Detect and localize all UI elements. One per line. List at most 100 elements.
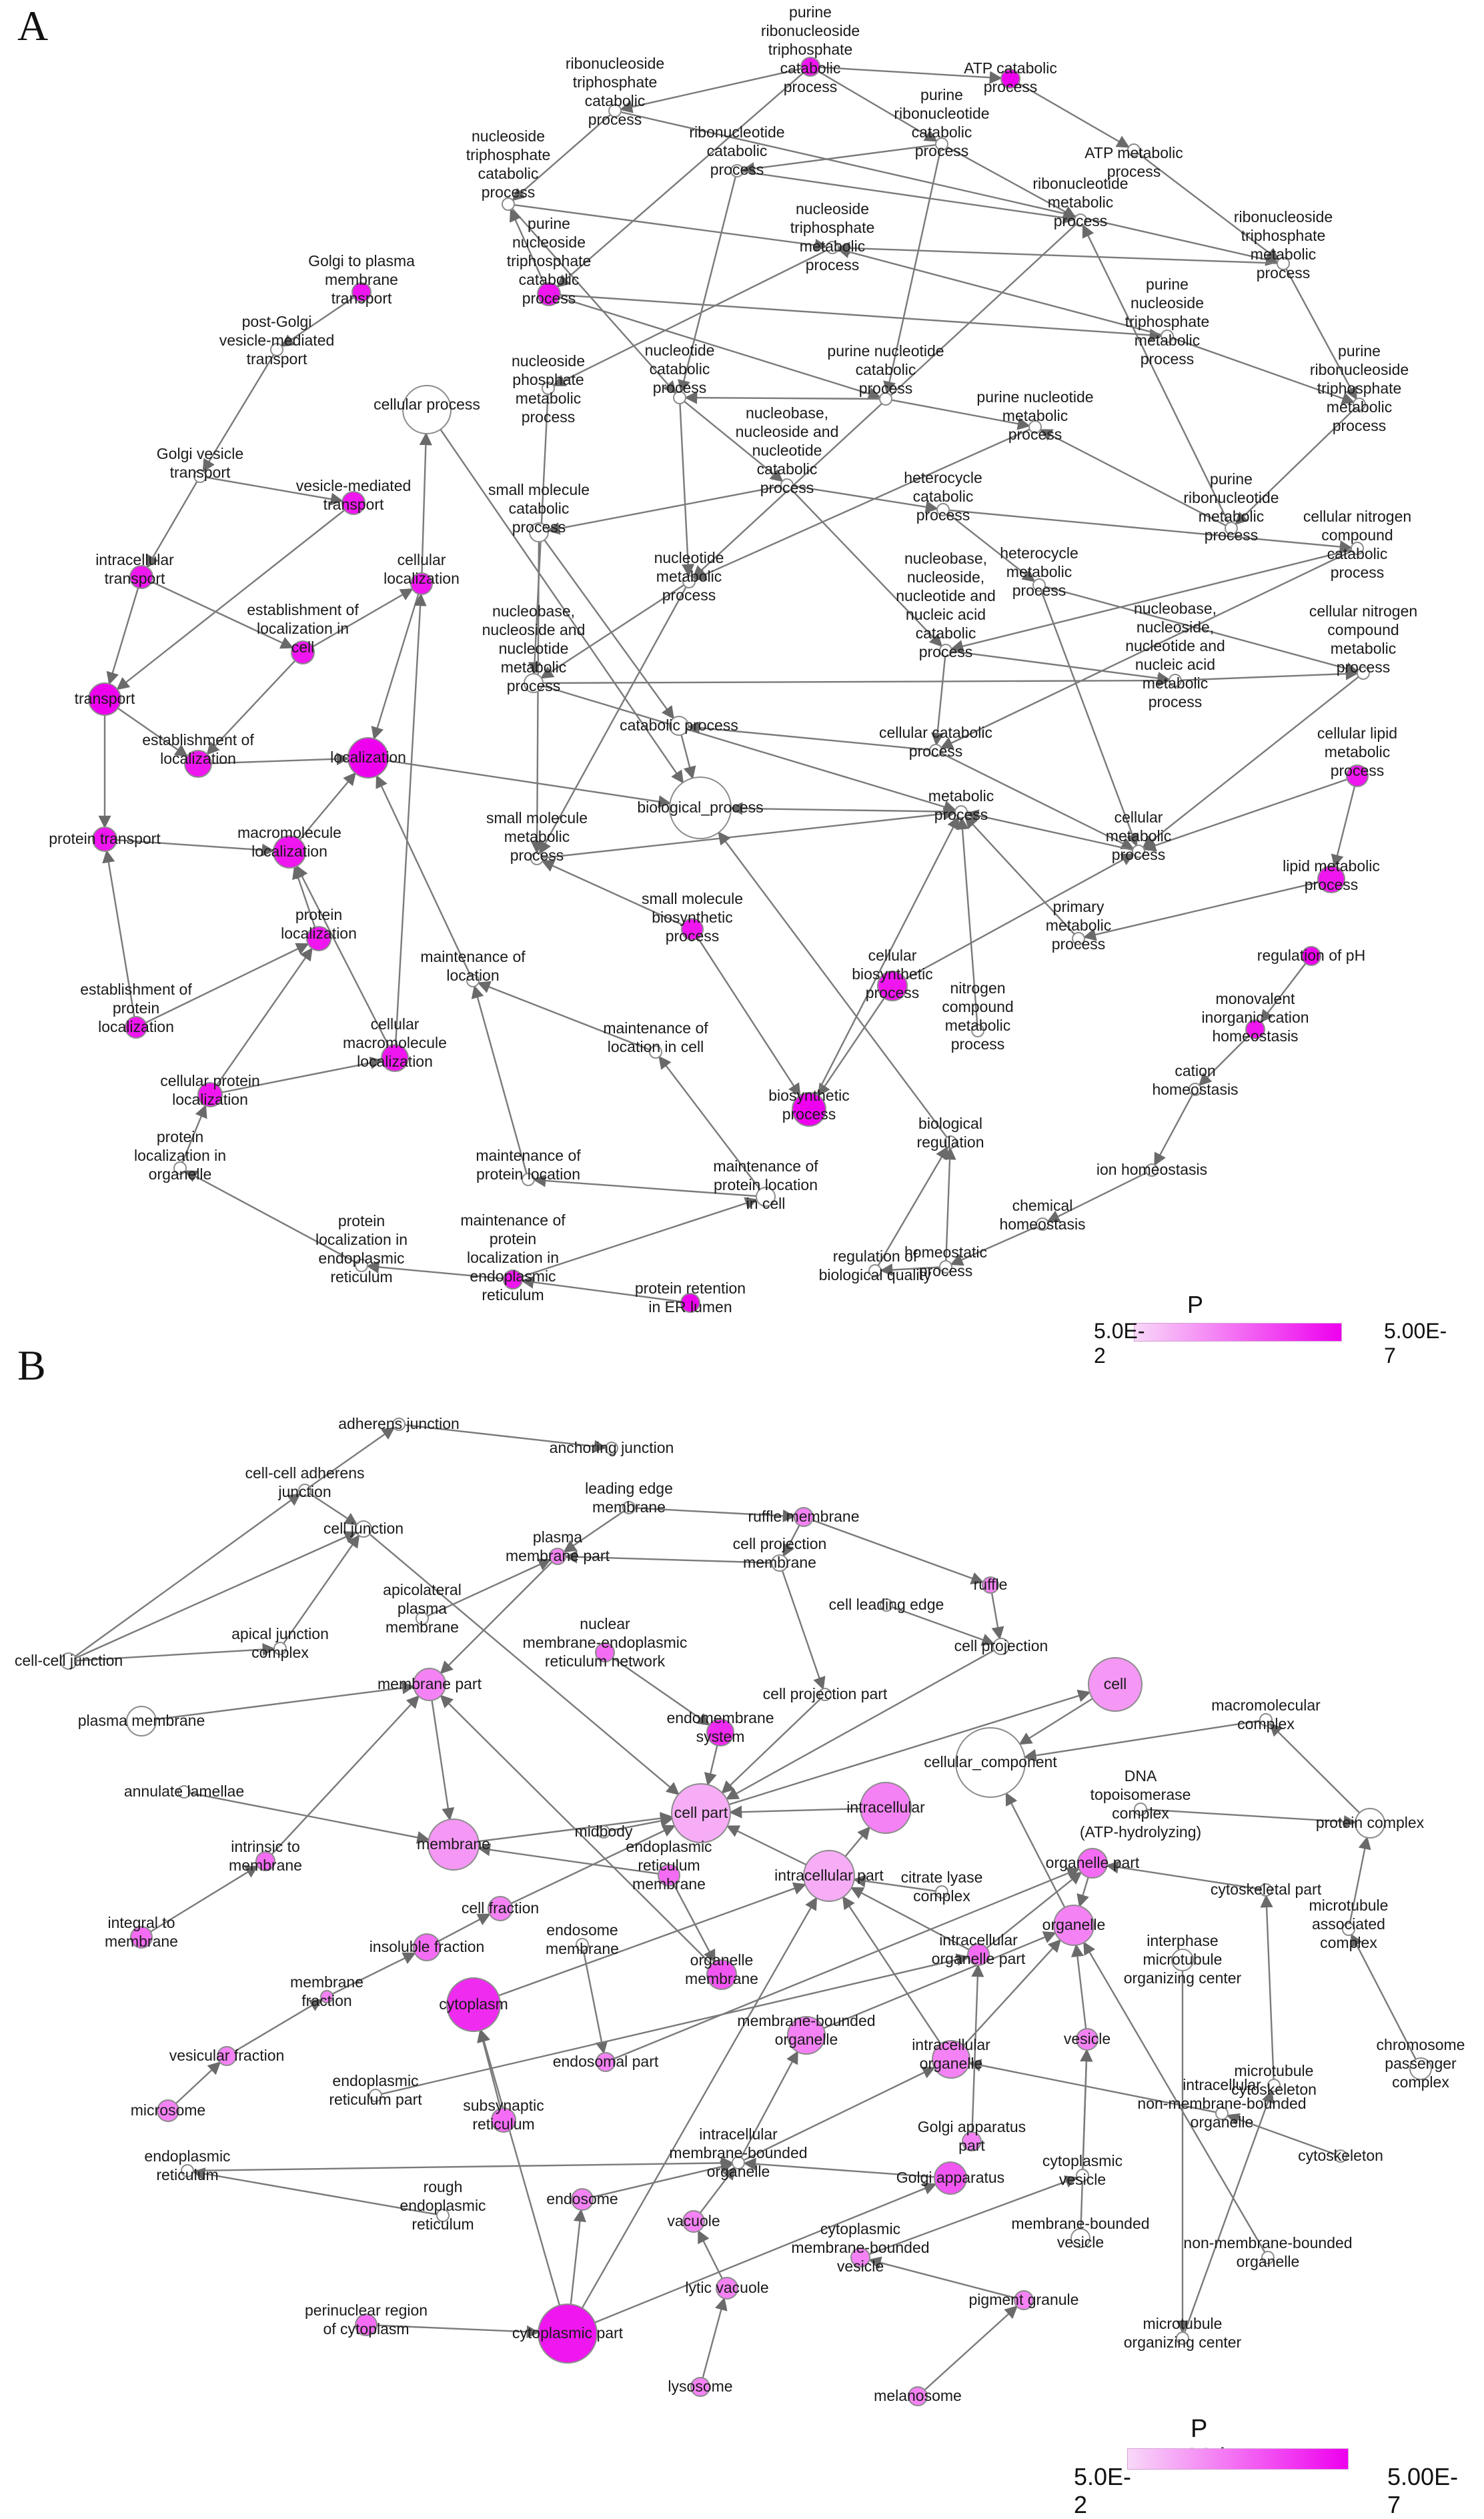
node-circle[interactable] bbox=[416, 1612, 429, 1625]
node-a38[interactable]: catabolic process bbox=[620, 716, 738, 736]
node-circle[interactable] bbox=[669, 716, 689, 736]
node-circle[interactable] bbox=[402, 385, 452, 434]
node-circle[interactable] bbox=[173, 1161, 187, 1175]
node-circle[interactable] bbox=[177, 1785, 191, 1799]
node-circle[interactable] bbox=[351, 282, 372, 302]
node-circle[interactable] bbox=[939, 644, 952, 657]
node-circle[interactable] bbox=[381, 1044, 409, 1072]
node-circle[interactable] bbox=[868, 1264, 882, 1278]
node-b15[interactable]: cell projection bbox=[954, 1637, 1048, 1655]
node-b28[interactable]: membrane bbox=[417, 1819, 490, 1871]
node-circle[interactable] bbox=[466, 974, 480, 987]
node-circle[interactable] bbox=[1032, 578, 1046, 592]
node-circle[interactable] bbox=[1259, 1713, 1273, 1726]
node-b9[interactable]: ruffle bbox=[974, 1576, 1008, 1594]
node-circle[interactable] bbox=[1317, 865, 1345, 893]
node-circle[interactable] bbox=[306, 926, 331, 951]
node-circle[interactable] bbox=[60, 1652, 77, 1670]
node-circle[interactable] bbox=[193, 470, 207, 483]
node-circle[interactable] bbox=[413, 1933, 441, 1961]
node-circle[interactable] bbox=[955, 1727, 1026, 1798]
node-b46[interactable]: cytoplasm bbox=[439, 1977, 508, 2032]
node-circle[interactable] bbox=[1169, 674, 1182, 687]
node-circle[interactable] bbox=[649, 1045, 662, 1059]
node-circle[interactable] bbox=[1355, 1808, 1385, 1839]
node-a21[interactable]: cellular process bbox=[374, 385, 480, 434]
node-circle[interactable] bbox=[184, 750, 212, 778]
node-circle[interactable] bbox=[1409, 2057, 1432, 2080]
node-circle[interactable] bbox=[605, 1442, 618, 1455]
node-circle[interactable] bbox=[608, 104, 622, 117]
node-b33[interactable]: intracellular part bbox=[774, 1850, 884, 1902]
node-circle[interactable] bbox=[1053, 1905, 1094, 1946]
node-circle[interactable] bbox=[732, 2156, 745, 2169]
node-circle[interactable] bbox=[944, 1135, 957, 1149]
node-b38[interactable]: organelle bbox=[1042, 1905, 1106, 1946]
node-circle[interactable] bbox=[803, 1850, 855, 1902]
node-circle[interactable] bbox=[597, 1825, 610, 1839]
node-circle[interactable] bbox=[934, 2161, 967, 2195]
node-b2[interactable]: anchoring junction bbox=[550, 1439, 674, 1456]
node-circle[interactable] bbox=[491, 2107, 516, 2133]
node-circle[interactable] bbox=[1076, 2169, 1089, 2182]
node-circle[interactable] bbox=[1301, 946, 1321, 966]
node-circle[interactable] bbox=[682, 2210, 705, 2233]
node-circle[interactable] bbox=[1145, 1163, 1159, 1177]
node-circle[interactable] bbox=[929, 744, 942, 757]
node-circle[interactable] bbox=[800, 57, 820, 77]
node-circle[interactable] bbox=[771, 1554, 788, 1572]
node-circle[interactable] bbox=[1259, 1883, 1273, 1897]
node-circle[interactable] bbox=[428, 1819, 480, 1871]
node-circle[interactable] bbox=[671, 1783, 731, 1843]
node-circle[interactable] bbox=[622, 1501, 636, 1514]
node-b66[interactable]: vacuole bbox=[667, 2210, 720, 2233]
node-circle[interactable] bbox=[298, 1484, 311, 1497]
node-circle[interactable] bbox=[538, 2304, 598, 2364]
node-circle[interactable] bbox=[1132, 845, 1145, 858]
node-b70[interactable]: lytic vacuole bbox=[685, 2277, 769, 2300]
node-circle[interactable] bbox=[524, 673, 544, 693]
node-circle[interactable] bbox=[936, 503, 950, 516]
node-circle[interactable] bbox=[1134, 1803, 1147, 1816]
node-circle[interactable] bbox=[780, 478, 794, 492]
node-circle[interactable] bbox=[682, 575, 696, 588]
node-circle[interactable] bbox=[355, 1259, 368, 1272]
node-circle[interactable] bbox=[1215, 2107, 1229, 2120]
node-circle[interactable] bbox=[1014, 2290, 1034, 2310]
node-circle[interactable] bbox=[125, 1016, 147, 1039]
node-b55[interactable]: microsome bbox=[131, 2099, 205, 2122]
node-b36[interactable]: cell fraction bbox=[462, 1896, 539, 1921]
node-circle[interactable] bbox=[787, 2016, 826, 2055]
node-circle[interactable] bbox=[730, 164, 744, 177]
node-circle[interactable] bbox=[860, 1782, 912, 1834]
